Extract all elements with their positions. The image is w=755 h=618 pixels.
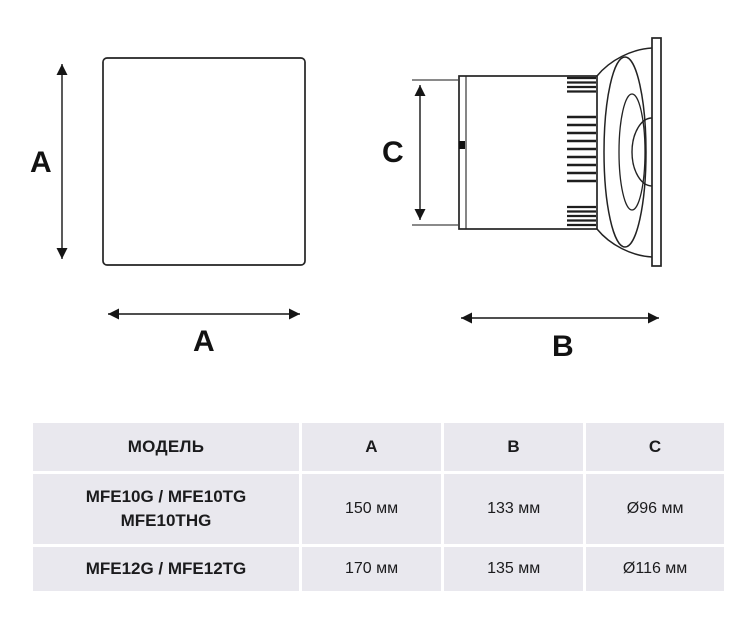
value-c-cell: Ø96 мм — [586, 474, 724, 544]
table-row: MFE10G / MFE10TG MFE10THG 150 мм 133 мм … — [33, 474, 724, 544]
impeller — [596, 47, 653, 258]
value-a-cell: 170 мм — [301, 547, 442, 591]
value-c-cell: Ø116 мм — [586, 547, 724, 591]
fan-body-outline — [458, 75, 598, 230]
vent-slots-top — [567, 76, 596, 93]
front-view: A A — [30, 57, 306, 358]
mounting-clip — [459, 141, 465, 149]
table-header-row: МОДЕЛЬ A B C — [33, 423, 724, 471]
model-cell: MFE10G / MFE10TG MFE10THG — [33, 474, 299, 544]
spec-table: МОДЕЛЬ A B C MFE10G / MFE10TG MFE10THG 1… — [30, 420, 727, 594]
table-row: MFE12G / MFE12TG 170 мм 135 мм Ø116 мм — [33, 547, 724, 591]
value-b-cell: 133 мм — [444, 474, 584, 544]
table-header-c: C — [586, 423, 724, 471]
table-header-model: МОДЕЛЬ — [33, 423, 299, 471]
table-header-a: A — [301, 423, 442, 471]
table-header-b: B — [444, 423, 584, 471]
dimension-label-side-depth: B — [552, 330, 574, 363]
value-a-cell: 150 мм — [301, 474, 442, 544]
dimension-label-side-height: C — [382, 136, 404, 169]
dimension-label-front-height: A — [30, 146, 52, 179]
technical-drawing: A A — [30, 37, 662, 363]
value-b-cell: 135 мм — [444, 547, 584, 591]
side-view: C B — [382, 37, 662, 363]
model-cell: MFE12G / MFE12TG — [33, 547, 299, 591]
front-panel-outline — [102, 57, 306, 266]
vent-slots-bottom — [567, 205, 596, 227]
vent-slots-middle — [567, 115, 596, 183]
dimension-label-front-width: A — [193, 325, 215, 358]
front-panel-side — [651, 37, 662, 267]
